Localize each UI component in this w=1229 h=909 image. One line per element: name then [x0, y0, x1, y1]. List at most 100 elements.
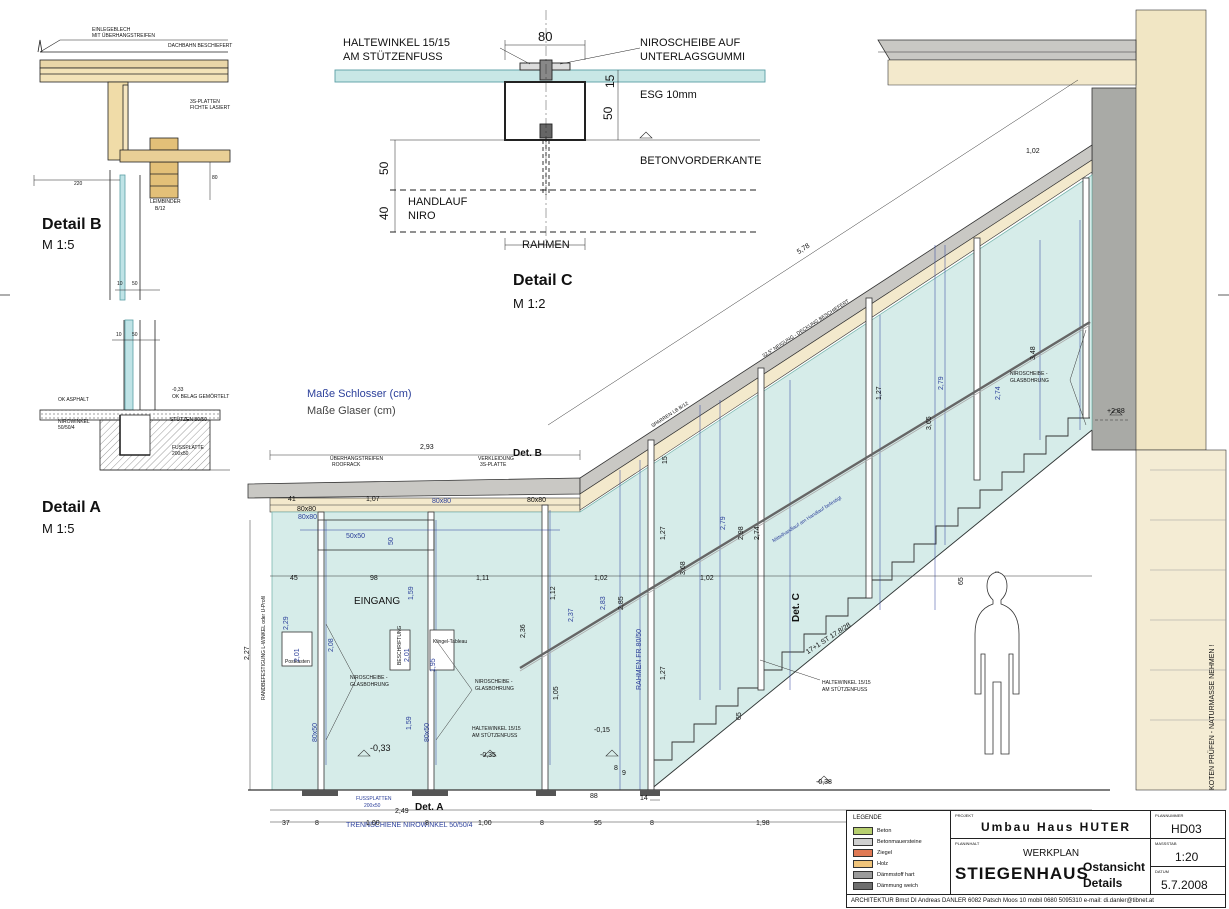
- dim-bottom: 8: [425, 820, 429, 827]
- dim-lower: 9: [622, 770, 626, 777]
- elevation-drawing: [247, 9, 1227, 823]
- dim-glass: 65: [958, 577, 965, 585]
- dim-top: 45: [290, 575, 298, 582]
- detail-b-dim-50: 50: [132, 281, 138, 287]
- plan-type: WERKPLAN: [1023, 848, 1080, 859]
- detail-c-dim-15: 15: [603, 74, 617, 88]
- label-eingang: EINGANG: [354, 596, 401, 607]
- detail-c-dim-40: 40: [377, 206, 391, 220]
- detail-c-title: Detail C: [513, 272, 573, 289]
- dim-glass: 1,05: [553, 686, 560, 700]
- label-beschriftung: BESCHRIFTUNG: [397, 625, 403, 665]
- dim-top: 2,93: [420, 444, 434, 451]
- legend-swatch-daemmung-weich: [853, 882, 873, 890]
- label-glasbohrung-2: GLASBOHRUNG: [475, 686, 514, 692]
- dim-top: 80x80: [297, 506, 317, 513]
- elev-minus033: -0,33: [370, 743, 391, 753]
- detail-a-title: Detail A: [42, 499, 101, 516]
- title-block: LEGENDE Beton Betonmauersteine Ziegel Ho…: [846, 810, 1226, 908]
- elev-minus038: -0,38: [816, 779, 832, 786]
- label-am-stuetzenfuss-2: AM STÜTZENFUSS: [822, 687, 868, 693]
- dim-glass: 50: [388, 537, 395, 545]
- elev-plus288: +2,88: [1107, 408, 1125, 415]
- plan-content-cell: PLANINHALT WERKPLAN STIEGENHAUS Ostansic…: [951, 839, 1151, 895]
- legend-swatch-beton: [853, 827, 873, 835]
- dim-glass: 2,74: [995, 386, 1002, 400]
- dim-glass: 3,48: [1030, 346, 1037, 360]
- dim-glass: 2,98: [738, 526, 745, 540]
- label-koten: KOTEN PRÜFEN - NATURMASSE NEHMEN !: [1209, 644, 1216, 790]
- detail-b-label-leimbinder: LEIMBINDER: [150, 199, 181, 205]
- detail-b-dim-10: 10: [117, 281, 123, 287]
- dim-top: 41: [288, 496, 296, 503]
- detail-c-label-betonvorderkante: BETONVORDERKANTE: [640, 155, 762, 167]
- label-rahmen-fr: RAHMEN FR 80/50: [636, 628, 643, 690]
- dim-top: 1,11: [476, 575, 490, 582]
- label-fussplatten: FUSSPLATTEN: [356, 796, 392, 802]
- label-am-stuetzenfuss-1: AM STÜTZENFUSS: [472, 733, 518, 739]
- plan-content-label: PLANINHALT: [955, 841, 980, 846]
- detail-c-label-rahmen: RAHMEN: [522, 239, 570, 251]
- detail-b-dim-220: 220: [74, 181, 83, 187]
- detail-c-dim-50a: 50: [601, 106, 615, 120]
- label-niroscheibe-2: NIROSCHEIBE -: [475, 679, 513, 685]
- plan-number-label: PLANNUMMER: [1155, 813, 1184, 818]
- label-niroscheibe-1: NIROSCHEIBE -: [350, 675, 388, 681]
- detail-c-scale: M 1:2: [513, 296, 546, 311]
- detail-b-label-ueberhang: MIT ÜBERHANGSTREIFEN: [92, 33, 155, 39]
- legend-title: LEGENDE: [853, 815, 882, 821]
- scale-label: MASSSTAB: [1155, 841, 1177, 846]
- dim-bottom: 1,98: [756, 820, 770, 827]
- label-glasbohrung-1: GLASBOHRUNG: [350, 682, 389, 688]
- dim-glass: 2,83: [600, 596, 607, 610]
- dim-bottom: 8: [315, 820, 319, 827]
- dim-glass: 80x80: [298, 514, 318, 521]
- detail-c-label-niro: NIRO: [408, 210, 436, 222]
- dim-227: 2,27: [244, 646, 251, 660]
- detail-a-drawing: [39, 319, 230, 471]
- label-roofrack: ROOFRACK: [332, 462, 361, 468]
- detail-b-title: Detail B: [42, 216, 102, 233]
- legend-item-daemmung-weich: Dämmung weich: [853, 882, 918, 890]
- legend-item-betonmauersteine: Betonmauersteine: [853, 838, 922, 846]
- label-glasbohrung-3: GLASBOHRUNG: [1010, 378, 1049, 384]
- dim-bottom: 95: [594, 820, 602, 827]
- project-cell: PROJEKT Umbau Haus HUTER: [951, 811, 1151, 839]
- legend-item-daemmstoff: Dämmstoff hart: [853, 871, 915, 879]
- dim-bottom: 1,00: [366, 820, 380, 827]
- label-3s-platte: 3S-PLATTE: [480, 462, 507, 468]
- dim-glass: 2,29: [283, 616, 290, 630]
- dim-glass: 2,08: [328, 638, 335, 652]
- dim-glass: 2,36: [520, 624, 527, 638]
- detail-a-label-stutzen: STÜTZEN 80/50: [170, 417, 207, 423]
- dim-glass: 2,01: [294, 648, 301, 662]
- dim-glass: 2,74: [754, 526, 761, 540]
- legend-schlosser: Maße Schlosser (cm): [307, 388, 412, 400]
- detail-b-dim-80: 80: [212, 175, 218, 181]
- detail-a-dim-50: 50: [132, 332, 138, 338]
- dim-top: 1,02: [700, 575, 714, 582]
- detail-b-drawing: [33, 39, 231, 301]
- legend-swatch-daemmstoff: [853, 871, 873, 879]
- dim-glass: 1,59: [408, 586, 415, 600]
- legend-swatch-betonmauersteine: [853, 838, 873, 846]
- detail-b-label-b12: B/12: [155, 206, 166, 212]
- dim-glass: 1,27: [660, 526, 667, 540]
- dim-glass: 80x80: [432, 498, 452, 505]
- detail-c-label-niroscheibe: NIROSCHEIBE AUF: [640, 37, 741, 49]
- plan-number: HD03: [1171, 822, 1202, 836]
- detail-c-dim-50b: 50: [377, 161, 391, 175]
- dim-glass: 1,59: [406, 716, 413, 730]
- dim-glass: 80x50: [312, 722, 319, 742]
- detail-a-dim-10: 10: [116, 332, 122, 338]
- dim-glass: 80x50: [424, 722, 431, 742]
- dim-bottom: 8: [650, 820, 654, 827]
- dim-glass: 8: [614, 765, 618, 772]
- dim-top: 98: [370, 575, 378, 582]
- dim-glass: 50x50: [346, 533, 366, 540]
- detail-c-label-esg: ESG 10mm: [640, 89, 697, 101]
- dim-glass: 1,27: [660, 666, 667, 680]
- elev-minus015: -0,15: [594, 727, 610, 734]
- detail-b-scale: M 1:5: [42, 237, 75, 252]
